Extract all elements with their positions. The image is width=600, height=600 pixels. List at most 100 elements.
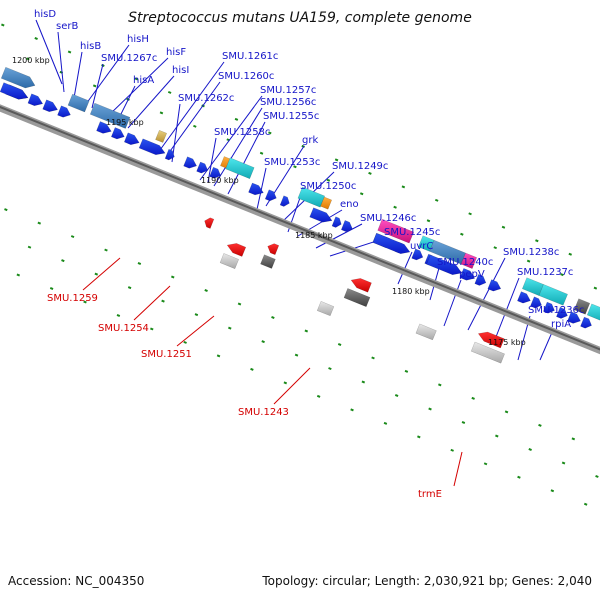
forward-cds-arrow — [567, 311, 581, 324]
scale-label: 1190 kbp — [201, 176, 239, 185]
tick-mark — [538, 423, 542, 427]
leader-line-forward — [35, 19, 63, 85]
gene-label-forward: SMU.1249c — [332, 161, 388, 172]
gene-label-forward: SMU.1255c — [263, 111, 319, 122]
tick-mark — [49, 287, 54, 290]
forward-cds-arrow — [517, 291, 531, 304]
tick-mark — [337, 342, 342, 346]
forward-cds-arrow — [340, 220, 353, 232]
tick-mark — [92, 84, 97, 88]
leader-line-forward — [227, 121, 266, 195]
forward-cds-arrow — [123, 132, 140, 145]
tick-mark — [83, 300, 87, 304]
tick-mark — [150, 327, 154, 331]
gene-features — [0, 66, 600, 364]
label-leader-lines — [35, 19, 554, 487]
forward-cds-arrow — [164, 148, 175, 161]
tick-mark — [259, 151, 264, 155]
forward-cds-arrow — [372, 232, 411, 254]
tick-mark — [501, 225, 506, 229]
tick-mark — [16, 273, 21, 277]
tick-mark — [204, 289, 208, 293]
tick-mark — [383, 421, 388, 425]
tick-mark — [504, 410, 509, 414]
gene-label-reverse: SMU.1243 — [238, 407, 289, 418]
tick-mark — [237, 302, 242, 306]
forward-cds-arrow — [110, 127, 125, 140]
tick-mark — [535, 239, 539, 243]
leader-line-forward — [159, 61, 225, 151]
tick-mark — [27, 245, 32, 249]
leader-line-reverse — [176, 315, 215, 347]
tick-mark — [194, 313, 199, 317]
forward-cds-block — [460, 252, 478, 269]
forward-cds-arrow — [0, 82, 29, 100]
tick-mark — [161, 299, 165, 303]
gene-label-forward: grk — [302, 135, 318, 146]
leader-line-forward — [199, 95, 263, 181]
gene-label-forward: SMU.1246c — [360, 213, 416, 224]
tick-mark — [394, 394, 399, 398]
gene-label-forward: hisI — [172, 65, 189, 76]
forward-cds-arrow — [248, 182, 264, 196]
tick-mark — [417, 435, 421, 439]
forward-cds-arrow — [209, 166, 222, 179]
tick-mark — [137, 262, 142, 266]
tick-mark — [134, 77, 139, 81]
tick-mark — [183, 340, 187, 344]
tick-mark — [517, 475, 521, 479]
genome-summary: Topology: circular; Length: 2,030,921 bp… — [262, 574, 592, 588]
tick-mark — [167, 90, 172, 94]
tick-mark — [595, 474, 599, 478]
gene-labels: hisDserBhisBhisHSMU.1267chisFhisAhisISMU… — [12, 9, 584, 500]
gene-label-forward: eno — [340, 199, 359, 210]
reverse-cds-block — [343, 288, 371, 308]
gene-label-reverse: SMU.1254 — [98, 323, 149, 334]
tick-mark — [568, 252, 572, 256]
gene-label-forward: SMU.1267c — [101, 53, 157, 64]
gene-label-forward: SMU.1260c — [218, 71, 274, 82]
gene-label-forward: SMU.1245c — [384, 227, 440, 238]
forward-cds-arrow — [96, 121, 112, 134]
forward-cds-arrow — [183, 156, 197, 169]
forward-cds-arrow — [279, 195, 290, 207]
forward-cds-arrow — [411, 248, 424, 261]
tick-mark — [428, 407, 432, 411]
tick-mark — [127, 286, 132, 290]
tick-mark — [493, 246, 497, 250]
forward-cds-arrow — [556, 306, 568, 319]
leader-line-forward — [539, 329, 554, 361]
gene-label-forward: SMU.1236c — [528, 305, 584, 316]
tick-mark — [261, 340, 265, 344]
tick-mark — [583, 502, 588, 506]
reverse-cds-block — [260, 254, 276, 269]
forward-cds-block — [225, 157, 255, 180]
forward-cds-arrow — [426, 254, 463, 275]
forward-cds-block — [320, 196, 333, 210]
tick-mark — [426, 219, 431, 223]
tick-mark — [326, 178, 331, 182]
tick-mark — [460, 232, 464, 236]
tick-mark — [434, 198, 439, 202]
forward-cds-arrow — [138, 138, 166, 156]
reverse-cds-block — [316, 300, 335, 317]
tick-mark — [571, 437, 576, 441]
forward-cds-arrow — [264, 189, 277, 202]
reverse-cds-arrow — [267, 243, 280, 256]
reverse-cds-arrow — [204, 217, 215, 229]
leader-line-forward — [127, 75, 175, 129]
gene-label-forward: hisH — [127, 34, 149, 45]
accession-label: Accession: NC_004350 — [8, 574, 145, 588]
scale-label: 1185 kbp — [295, 231, 333, 240]
tick-mark — [70, 235, 75, 239]
scale-label: 1195 kbp — [106, 118, 144, 127]
tick-mark — [560, 273, 564, 277]
tick-mark — [170, 275, 175, 279]
tick-mark — [193, 124, 197, 128]
gene-label-forward: hisF — [166, 47, 186, 58]
tick-mark — [116, 313, 121, 317]
forward-cds-block — [297, 186, 326, 208]
gene-label-forward: SMU.1237c — [517, 267, 573, 278]
gene-label-forward: SMU.1256c — [260, 97, 316, 108]
leader-line-forward — [213, 107, 263, 187]
